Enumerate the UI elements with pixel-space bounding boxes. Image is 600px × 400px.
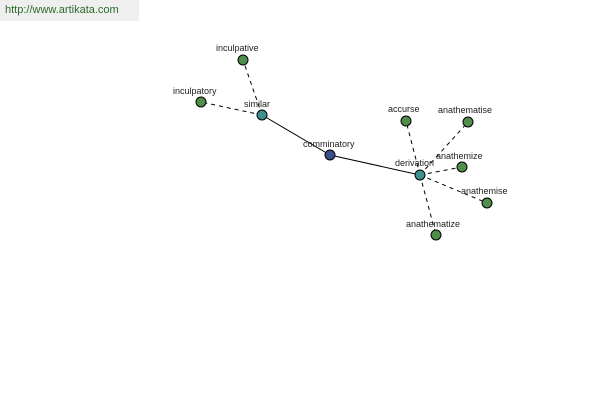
edge-derivation-anathematise xyxy=(419,121,469,176)
node-label-inculpatory[interactable]: inculpatory xyxy=(173,86,217,96)
node-anathematize[interactable]: anathematize xyxy=(406,219,460,241)
edge-derivation-accurse xyxy=(405,120,421,176)
node-label-similar[interactable]: similar xyxy=(244,99,270,109)
edge-comminatory-derivation xyxy=(329,154,421,176)
edge-similar-inculpative xyxy=(242,59,263,116)
node-label-inculpative[interactable]: inculpative xyxy=(216,43,259,53)
site-url-link[interactable]: http://www.artikata.com xyxy=(0,0,139,21)
edge-similar-inculpatory xyxy=(200,101,263,116)
node-label-derivation[interactable]: derivation xyxy=(395,158,434,168)
graph-nodes: comminatory similar derivation inculpative i… xyxy=(173,43,508,241)
node-marker-anathematise[interactable] xyxy=(462,116,474,128)
node-inculpatory[interactable]: inculpatory xyxy=(173,86,217,108)
node-label-anathematize[interactable]: anathematize xyxy=(406,219,460,229)
node-marker-similar[interactable] xyxy=(256,109,268,121)
edge-derivation-anathemize xyxy=(419,166,463,176)
node-accurse[interactable]: accurse xyxy=(388,104,420,127)
node-marker-derivation[interactable] xyxy=(414,169,426,181)
edge-derivation-anathematize xyxy=(419,174,437,236)
node-marker-anathematize[interactable] xyxy=(430,229,442,241)
node-label-anathematise[interactable]: anathematise xyxy=(438,105,492,115)
node-marker-accurse[interactable] xyxy=(400,115,412,127)
node-label-accurse[interactable]: accurse xyxy=(388,104,420,114)
node-label-comminatory[interactable]: comminatory xyxy=(303,139,355,149)
node-similar[interactable]: similar xyxy=(244,99,270,121)
node-marker-inculpative[interactable] xyxy=(237,54,249,66)
node-inculpative[interactable]: inculpative xyxy=(216,43,259,66)
node-marker-anathemise[interactable] xyxy=(481,197,493,209)
node-derivation[interactable]: derivation xyxy=(395,158,434,181)
node-anathemize[interactable]: anathemize xyxy=(436,151,483,173)
node-marker-comminatory[interactable] xyxy=(324,149,336,161)
edge-comminatory-similar xyxy=(261,114,331,156)
node-anathemise[interactable]: anathemise xyxy=(461,186,508,209)
node-comminatory[interactable]: comminatory xyxy=(303,139,355,161)
node-label-anathemise[interactable]: anathemise xyxy=(461,186,508,196)
node-marker-anathemize[interactable] xyxy=(456,161,468,173)
node-anathematise[interactable]: anathematise xyxy=(438,105,492,128)
graph-edges xyxy=(200,59,488,236)
node-marker-inculpatory[interactable] xyxy=(195,96,207,108)
node-label-anathemize[interactable]: anathemize xyxy=(436,151,483,161)
